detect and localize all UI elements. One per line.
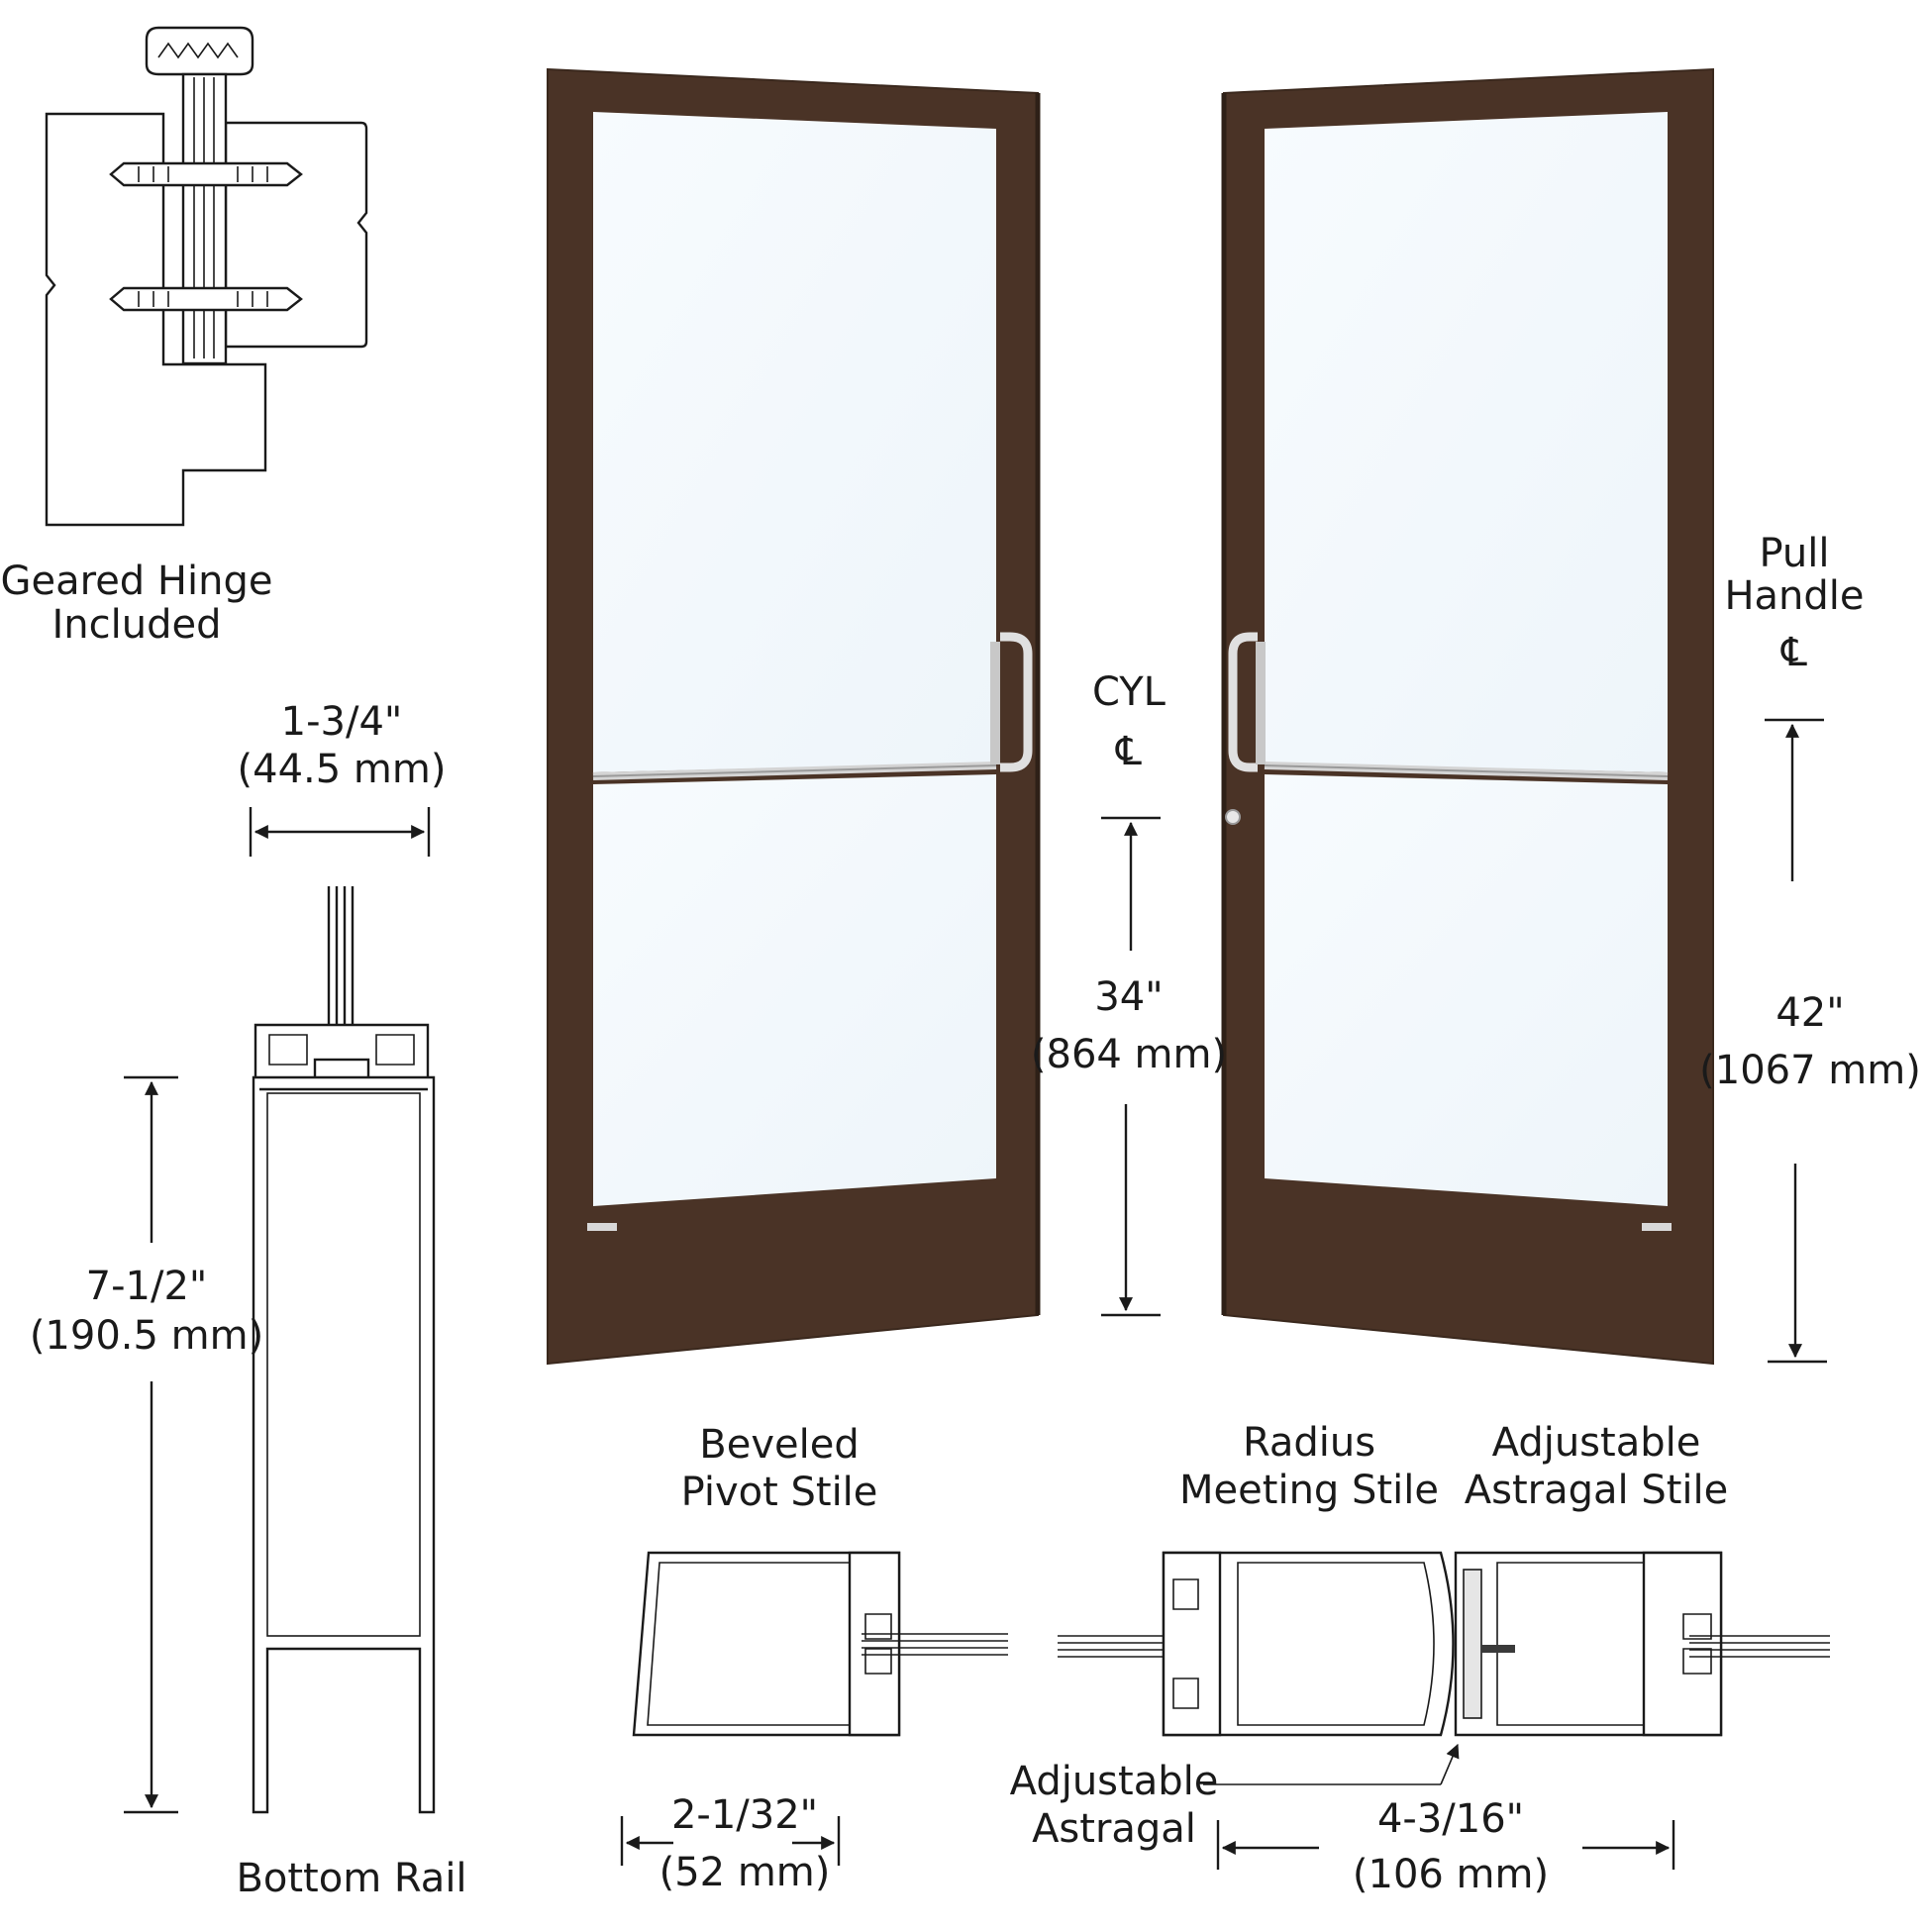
rail-width-metric: (44.5 mm): [238, 747, 447, 792]
hinge-screw-upper: [109, 161, 303, 187]
meeting-stile-label-line1: Radius: [1243, 1420, 1375, 1466]
pivot-width-dimension: [620, 1816, 841, 1866]
cyl-height-metric: (864 mm): [1031, 1032, 1227, 1077]
astragal-label-line2: Astragal: [1032, 1806, 1196, 1852]
left-door-lower-glass: [593, 774, 996, 1206]
right-door-lower-glass: [1265, 774, 1668, 1206]
left-door-upper-glass: [593, 112, 996, 772]
right-door-pull-handle: [1228, 632, 1258, 772]
bottom-rail-label: Bottom Rail: [236, 1856, 466, 1901]
hinge-label-line1: Geared Hinge: [1, 559, 273, 604]
rail-width-dimension: [249, 807, 431, 857]
pull-label-line2: Handle: [1724, 573, 1864, 619]
left-door-pivot-plate: [587, 1223, 617, 1231]
right-door-pivot-plate: [1642, 1223, 1672, 1231]
rail-height-dimension: [124, 1075, 178, 1814]
astragal-stile-label-line2: Astragal Stile: [1465, 1468, 1728, 1513]
astragal-stile-label-line1: Adjustable: [1492, 1420, 1701, 1466]
pivot-stile-section: [632, 1551, 1008, 1737]
cyl-height-dimension: [1101, 816, 1161, 1317]
geared-hinge-detail: [45, 26, 368, 527]
pivot-width-metric: (52 mm): [659, 1850, 831, 1895]
pair-width-dimension: [1216, 1820, 1675, 1870]
astragal-leader: [1203, 1743, 1460, 1785]
pivot-width-imperial: 2-1/32": [671, 1792, 818, 1838]
hinge-screw-lower: [109, 286, 303, 312]
right-door-cylinder-lock: [1225, 809, 1241, 825]
meeting-stile-section: [1058, 1551, 1455, 1737]
hinge-label-line2: Included: [52, 602, 222, 648]
astragal-stile-section: [1454, 1551, 1830, 1737]
left-door-pull-handle: [1000, 632, 1033, 772]
pull-height-dimension: [1765, 718, 1827, 1364]
rail-height-metric: (190.5 mm): [30, 1313, 263, 1359]
right-door-upper-glass: [1265, 112, 1668, 772]
pull-centerline-symbol: ℄: [1780, 630, 1807, 675]
pair-width-metric: (106 mm): [1353, 1852, 1549, 1897]
cyl-centerline-symbol: ℄: [1115, 729, 1142, 774]
pull-height-imperial: 42": [1775, 990, 1844, 1036]
rail-height-imperial: 7-1/2": [86, 1264, 208, 1309]
pull-label-line1: Pull: [1760, 531, 1830, 576]
left-door: [547, 67, 1041, 1366]
pull-height-metric: (1067 mm): [1699, 1048, 1921, 1093]
cyl-label: CYL: [1092, 669, 1166, 715]
rail-width-imperial: 1-3/4": [281, 699, 403, 745]
bottom-rail-section: [252, 886, 436, 1814]
pair-width-imperial: 4-3/16": [1377, 1796, 1524, 1842]
pivot-stile-label-line2: Pivot Stile: [681, 1470, 878, 1515]
right-door: [1221, 67, 1714, 1366]
cyl-height-imperial: 34": [1094, 974, 1163, 1020]
pivot-stile-label-line1: Beveled: [699, 1422, 859, 1468]
astragal-label-line1: Adjustable: [1010, 1759, 1219, 1804]
meeting-stile-label-line2: Meeting Stile: [1179, 1468, 1439, 1513]
